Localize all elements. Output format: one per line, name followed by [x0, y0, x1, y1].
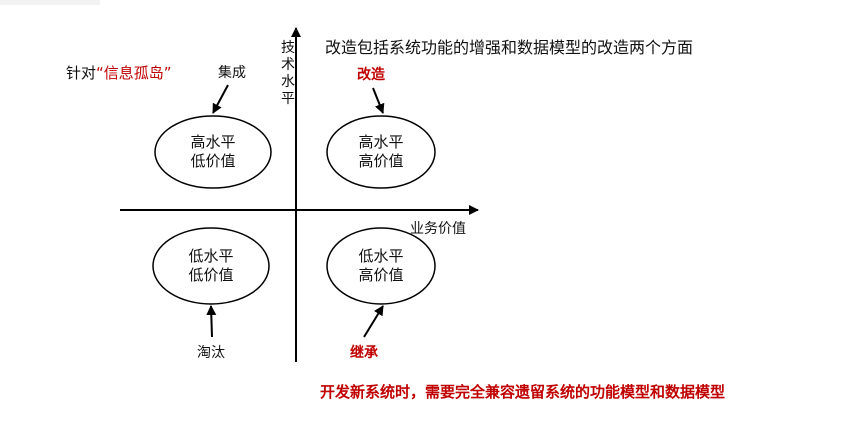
arrow-inherit — [363, 305, 384, 338]
ellipse-line: 高价值 — [358, 266, 404, 284]
silo-note: 针对“信息孤岛” — [66, 62, 172, 83]
arrow-eliminate — [206, 305, 217, 338]
y-axis-label-char: 术 — [281, 57, 295, 73]
ellipse-bottom-right — [326, 227, 436, 305]
ellipse-bottom-left-text: 低水平 低价值 — [161, 247, 261, 285]
ellipse-line: 高价值 — [358, 152, 404, 170]
ellipse-bottom-left — [152, 227, 270, 305]
action-inherit: 继承 — [350, 345, 378, 361]
ellipse-line: 低价值 — [190, 152, 236, 170]
y-axis-label: 技 术 水 平 — [280, 40, 296, 108]
ellipse-line: 低水平 — [188, 247, 234, 265]
silo-note-prefix: 针对 — [66, 64, 97, 82]
y-axis-label-char: 技 — [281, 40, 295, 56]
ellipse-top-left — [154, 115, 272, 189]
ellipse-line: 低水平 — [358, 247, 404, 265]
ellipse-line: 低价值 — [188, 266, 234, 284]
y-axis-label-char: 平 — [281, 91, 295, 107]
action-integrate: 集成 — [218, 65, 246, 81]
ellipse-top-left-text: 高水平 低价值 — [163, 133, 263, 171]
y-axis-label-char: 水 — [281, 74, 295, 90]
ellipse-bottom-right-text: 低水平 高价值 — [331, 247, 431, 285]
ellipse-line: 高水平 — [190, 133, 236, 151]
ellipse-top-right-text: 高水平 高价值 — [331, 133, 431, 171]
top-left-shade — [0, 0, 100, 5]
footer-note: 开发新系统时，需要完全兼容遗留系统的功能模型和数据模型 — [320, 383, 726, 401]
action-transform: 改造 — [357, 67, 385, 83]
action-eliminate: 淘汰 — [197, 345, 225, 361]
silo-note-quote: “信息孤岛” — [96, 64, 172, 82]
ellipse-top-right — [326, 115, 436, 189]
page-title: 改造包括系统功能的增强和数据模型的改造两个方面 — [325, 38, 694, 57]
arrow-integrate — [212, 84, 229, 114]
ellipse-line: 高水平 — [358, 133, 404, 151]
arrow-transform — [372, 87, 385, 114]
x-axis-label: 业务价值 — [410, 221, 466, 237]
